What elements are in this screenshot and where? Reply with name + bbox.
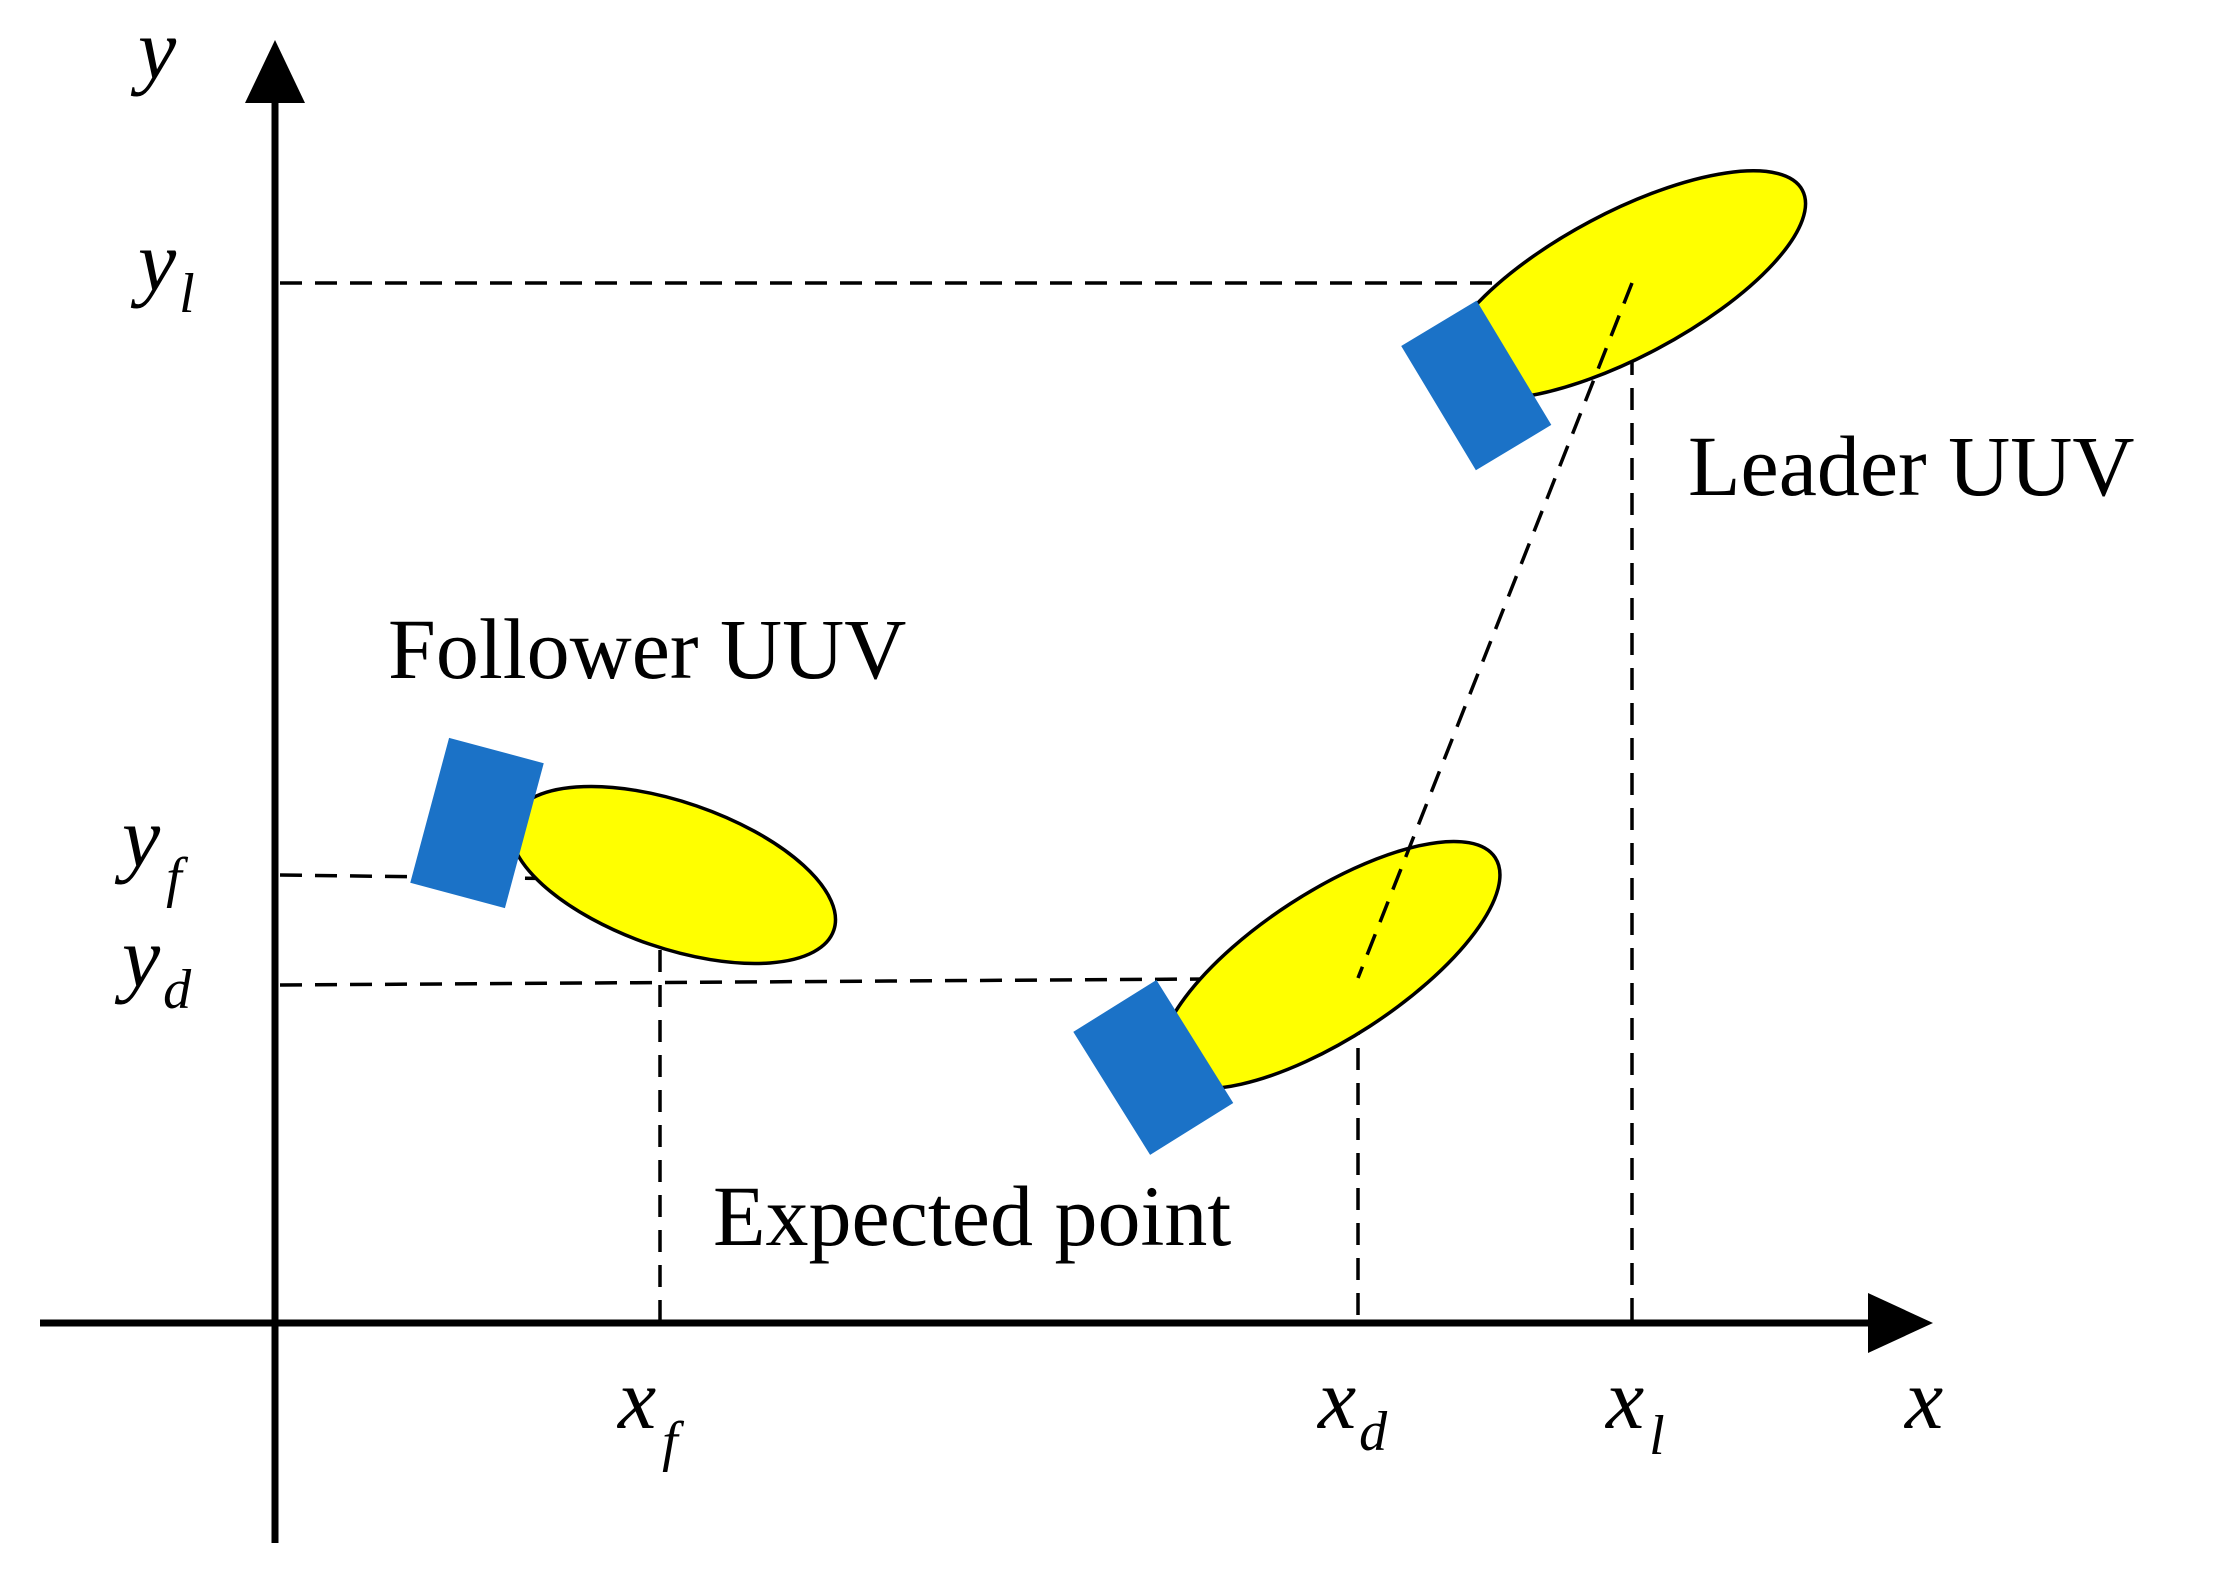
y-axis-arrowhead: [245, 40, 305, 103]
y-tick-l: yl: [130, 213, 195, 325]
leader-uuv: [1401, 169, 1808, 471]
axes: [40, 100, 1885, 1543]
leader-to-expected-line: [1356, 282, 1634, 979]
leader-propeller: [1401, 300, 1552, 471]
follower-uuv: [410, 737, 838, 966]
follower-propeller: [410, 737, 544, 909]
expected-uuv: [1073, 839, 1502, 1155]
y-tick-d: yd: [114, 909, 192, 1021]
follower-hull: [508, 784, 838, 966]
x-tick-l: xl: [1604, 1351, 1665, 1467]
follower-label: Follower UUV: [388, 601, 906, 697]
x-axis-arrowhead: [1868, 1293, 1933, 1353]
expected-propeller: [1073, 979, 1234, 1155]
yd-guide: [279, 976, 1359, 987]
expected-label: Expected point: [713, 1168, 1231, 1264]
x-tick-d: xd: [1316, 1351, 1388, 1463]
x-axis-label: x: [1903, 1351, 1943, 1447]
leader-label: Leader UUV: [1688, 418, 2135, 514]
y-axis-label: y: [130, 1, 177, 97]
